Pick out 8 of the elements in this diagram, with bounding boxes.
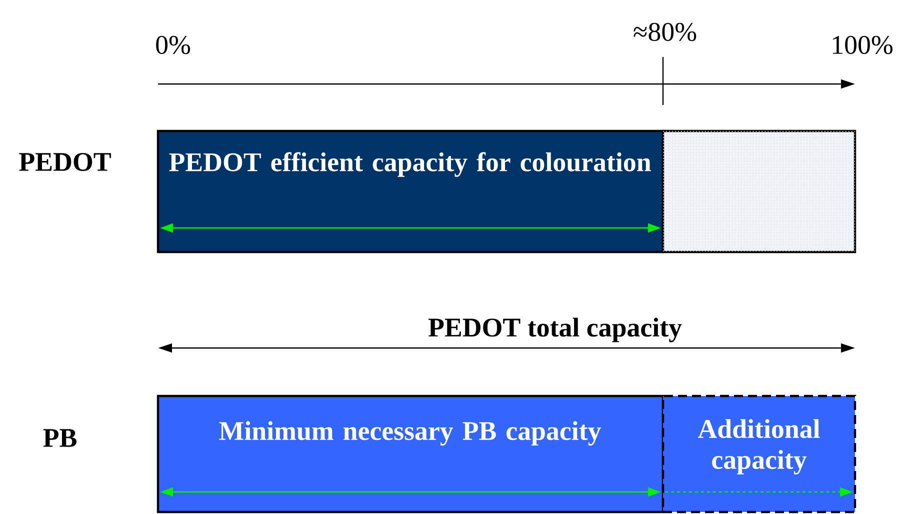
capacity-box: PEDOT efficient capacity for colouration	[156, 130, 664, 254]
axis-label: ≈80%	[634, 22, 696, 42]
dimension-label: PEDOT total capacity	[428, 318, 682, 342]
axis-label: 100%	[832, 36, 892, 54]
axis-label: 0%	[156, 36, 190, 54]
row-label: PEDOT	[19, 152, 111, 172]
row-label: PB	[43, 429, 76, 447]
capacity-box: Additional capacity	[662, 394, 856, 514]
